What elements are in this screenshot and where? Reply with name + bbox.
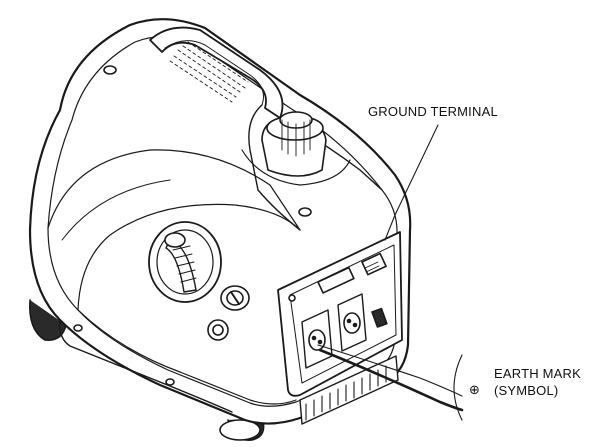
earth-mark-label-line1: EARTH MARK xyxy=(494,366,581,381)
recoil-starter xyxy=(148,221,222,303)
earth-mark-leader xyxy=(317,344,463,397)
earth-mark-cable xyxy=(318,348,464,412)
carry-handle xyxy=(149,26,383,231)
generator-feet xyxy=(28,299,265,441)
fuel-cap xyxy=(241,111,351,186)
earth-mark-bracket xyxy=(453,354,463,421)
earth-mark-label-line2: (SYMBOL) xyxy=(494,383,559,398)
earth-symbol-icon: ⊕ xyxy=(469,383,480,398)
callout-leaders xyxy=(317,124,464,421)
earth-mark-label: EARTH MARK (SYMBOL) xyxy=(494,365,581,399)
control-panel xyxy=(277,231,403,425)
ground-terminal-label: GROUND TERMINAL xyxy=(368,104,498,119)
ground-terminal-leader xyxy=(384,124,439,241)
control-knobs xyxy=(207,285,250,341)
